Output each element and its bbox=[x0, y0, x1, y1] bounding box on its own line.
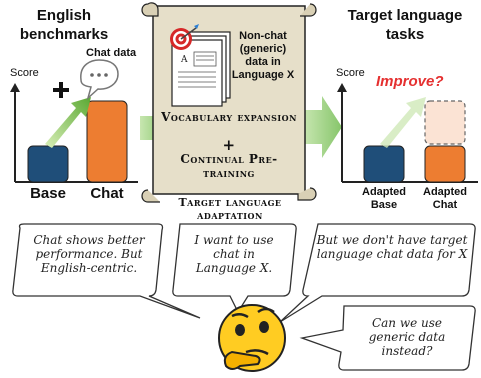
chat-data-label: Chat data bbox=[86, 47, 137, 59]
bubble-want-chat: I want to use chat in Language X. bbox=[194, 233, 274, 275]
left-panel-title: English benchmarks bbox=[19, 7, 109, 43]
bubble-no-chat-data: But we don't have target language chat d… bbox=[316, 233, 468, 261]
improve-label: Improve? bbox=[376, 73, 444, 90]
improvement-arrow bbox=[45, 97, 91, 148]
adapted-chat-bar bbox=[424, 145, 466, 183]
thinking-face-icon bbox=[218, 304, 286, 372]
bubble-chat-better: Chat shows better performance. But Engli… bbox=[33, 233, 145, 275]
svg-text:A: A bbox=[180, 55, 188, 65]
continual-pretraining-label: Continual Pre-training bbox=[180, 152, 278, 180]
chat-label: Chat bbox=[90, 185, 124, 202]
adapted-base-bar bbox=[363, 145, 405, 183]
target-icon bbox=[170, 24, 199, 50]
hypothetical-improvement-bar bbox=[424, 100, 466, 145]
faded-improvement-arrow bbox=[380, 97, 426, 148]
chat-bar bbox=[86, 100, 128, 183]
bubble-generic-data: Can we use generic data instead? bbox=[368, 316, 446, 358]
bubble-outlines bbox=[12, 223, 476, 371]
base-label: Base bbox=[30, 185, 66, 202]
base-bar bbox=[27, 145, 69, 183]
left-score-label: Score bbox=[10, 67, 39, 79]
adapted-base-label: Adapted Base bbox=[362, 186, 406, 211]
plus-sign bbox=[53, 82, 69, 98]
chat-bubble-icon bbox=[80, 59, 119, 101]
right-score-label: Score bbox=[336, 67, 365, 79]
generic-data-text: Non-chat (generic) data in Language X bbox=[231, 30, 295, 81]
method-plus: + bbox=[222, 136, 236, 154]
right-flow-arrow bbox=[304, 96, 342, 158]
target-adaptation-caption: Target language adaptation bbox=[178, 196, 282, 222]
vocab-expansion-label: Vocabulary expansion bbox=[161, 110, 297, 124]
right-panel-title: Target language tasks bbox=[347, 7, 463, 43]
adapted-chat-label: Adapted Chat bbox=[423, 186, 467, 211]
